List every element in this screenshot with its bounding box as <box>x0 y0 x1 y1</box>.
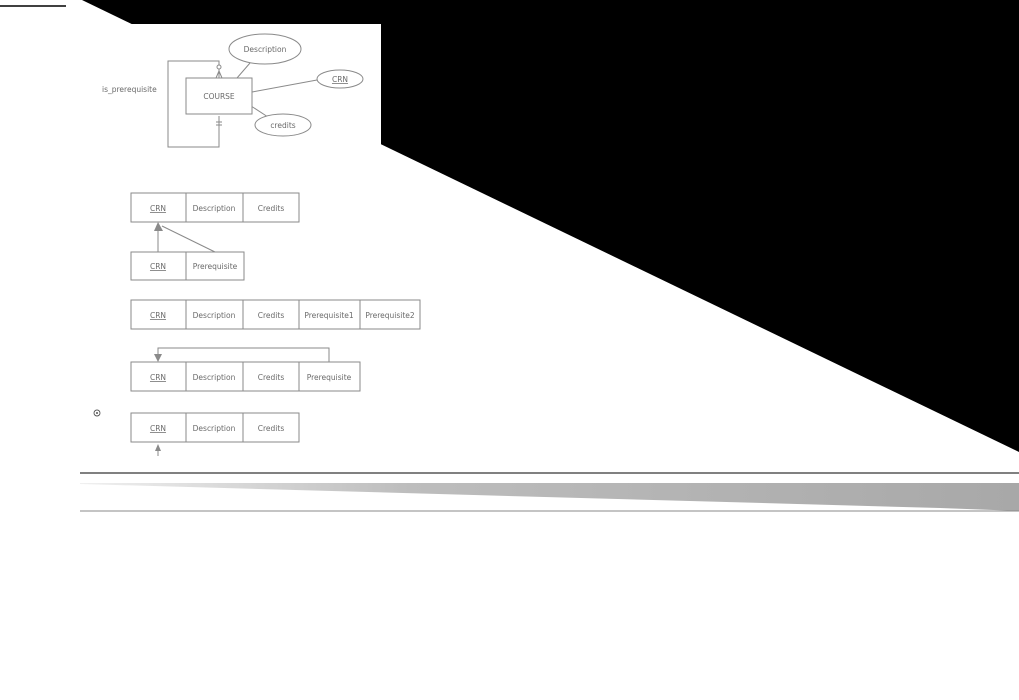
table-3-crn: CRN <box>150 311 166 320</box>
table-4-cell-credits <box>242 361 300 392</box>
table-3-cell-prerequisite1 <box>298 299 361 330</box>
table-5-cell-crn <box>130 412 187 443</box>
table-2-crn: CRN <box>150 262 166 271</box>
table-1-description: Description <box>193 204 236 213</box>
table-4: CRN Description Credits Prerequisite <box>130 361 361 392</box>
table-4-description: Description <box>193 373 236 382</box>
table-2-prerequisite: Prerequisite <box>193 262 238 271</box>
table-1-crn: CRN <box>150 204 166 213</box>
table-4-prerequisite: Prerequisite <box>307 373 352 382</box>
credits-attribute-label: credits <box>270 121 295 130</box>
optional-many-marker <box>216 64 222 70</box>
table-3-cell-credits <box>242 299 300 330</box>
fk-arrowhead <box>154 222 163 231</box>
self-reference-arrowhead <box>154 354 162 362</box>
table-3-prerequisite1: Prerequisite1 <box>304 311 354 320</box>
relationship-loop <box>167 60 220 148</box>
link-description <box>236 62 251 79</box>
crow-foot-left <box>215 70 220 79</box>
er-diagram: is_prerequisite COURSE Description CRN c… <box>102 33 364 148</box>
table-3-credits: Credits <box>258 311 285 320</box>
table-4-credits: Credits <box>258 373 285 382</box>
course-entity-label: COURSE <box>203 92 235 101</box>
table-5-cell-credits <box>242 412 300 443</box>
footer-swoosh <box>80 483 1019 511</box>
table-5-cell-description <box>185 412 244 443</box>
bullet-icon-dot <box>96 412 98 414</box>
link-crn <box>251 79 318 93</box>
fk-arrow-prerequisite <box>161 225 216 253</box>
table-5: CRN Description Credits <box>130 412 300 443</box>
table-2-cell-prerequisite <box>185 251 245 281</box>
table-5-description: Description <box>193 424 236 433</box>
table-1: CRN Description Credits <box>130 192 300 223</box>
table-4-cell-prerequisite <box>298 361 361 392</box>
bullet-icon <box>93 409 101 417</box>
table-1-cell-credits <box>242 192 300 223</box>
description-attribute-label: Description <box>244 45 287 54</box>
table-4-crn: CRN <box>150 373 166 382</box>
self-reference-line <box>157 347 330 362</box>
table-3-prerequisite2: Prerequisite2 <box>365 311 415 320</box>
course-entity <box>185 77 253 115</box>
table-2-cell-crn <box>130 251 187 281</box>
table-3-cell-description <box>185 299 244 330</box>
table-2: CRN Prerequisite <box>130 251 245 281</box>
table-5-arrowhead <box>155 444 161 451</box>
relationship-label: is_prerequisite <box>102 85 157 94</box>
crow-foot-right <box>218 70 223 79</box>
table-3-description: Description <box>193 311 236 320</box>
table-1-cell-description <box>185 192 244 223</box>
table-5-crn: CRN <box>150 424 166 433</box>
table-3-cell-prerequisite2 <box>359 299 421 330</box>
table-3: CRN Description Credits Prerequisite1 Pr… <box>130 299 421 330</box>
table-1-credits: Credits <box>258 204 285 213</box>
crn-attribute <box>316 69 364 89</box>
table-5-credits: Credits <box>258 424 285 433</box>
description-attribute <box>228 33 302 65</box>
crn-attribute-label: CRN <box>332 75 348 84</box>
credits-attribute <box>254 113 312 137</box>
